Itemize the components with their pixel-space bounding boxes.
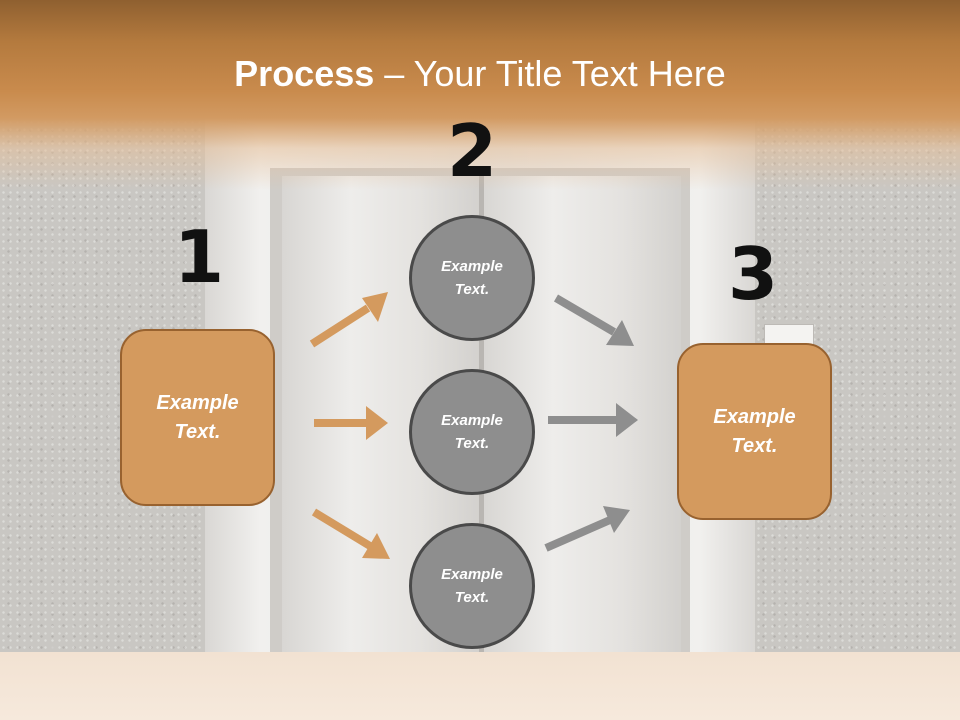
arrow-gray-up bbox=[544, 506, 630, 552]
slide-title: Process – Your Title Text Here bbox=[0, 52, 960, 96]
floor bbox=[0, 652, 960, 720]
arrow-orange-right bbox=[314, 406, 388, 440]
step-3-text: Example Text. bbox=[713, 405, 796, 457]
title-bold: Process bbox=[234, 53, 375, 94]
step-number-3: 3 bbox=[727, 232, 779, 316]
arrow-gray-right bbox=[548, 403, 638, 437]
step-number-1: 1 bbox=[173, 215, 225, 299]
step-1-box: Example Text. bbox=[120, 329, 275, 506]
step-2-circle-top-text: Example Text. bbox=[441, 258, 503, 298]
title-banner bbox=[0, 0, 960, 190]
step-2-circle-middle: Example Text. bbox=[409, 369, 535, 495]
step-2-circle-bottom-text: Example Text. bbox=[441, 566, 503, 606]
step-2-circle-top: Example Text. bbox=[409, 215, 535, 341]
step-1-text: Example Text. bbox=[156, 391, 239, 443]
title-rest: – Your Title Text Here bbox=[374, 53, 726, 94]
step-2-circle-middle-text: Example Text. bbox=[441, 412, 503, 452]
step-number-2: 2 bbox=[446, 109, 498, 193]
step-3-box: Example Text. bbox=[677, 343, 832, 520]
step-2-circle-bottom: Example Text. bbox=[409, 523, 535, 649]
arrow-gray-down bbox=[553, 294, 634, 346]
arrow-orange-down bbox=[311, 508, 390, 559]
arrow-orange-up bbox=[309, 292, 388, 348]
